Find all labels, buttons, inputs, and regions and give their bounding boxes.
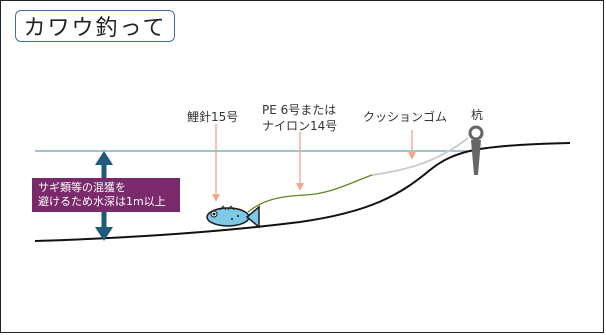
cushion-label: クッションゴム	[363, 110, 448, 124]
stake-icon	[468, 125, 484, 175]
fish-icon	[206, 205, 260, 229]
page-title: カワウ釣って	[23, 16, 167, 41]
fishing-line	[247, 174, 373, 213]
cushion-rubber-line	[371, 137, 469, 176]
line-label-2: ナイロン14号	[262, 119, 338, 133]
depth-note-line-1: サギ類等の混獲を	[38, 181, 126, 194]
depth-note-line-2: 避けるため水深は1m以上	[38, 195, 166, 208]
line-label-1: PE 6号または	[262, 103, 337, 117]
stake-label: 杭	[471, 108, 484, 122]
depth-note-box: サギ類等の混獲を 避けるため水深は1m以上	[32, 178, 180, 212]
riverbed-line	[34, 142, 571, 242]
title-box: カワウ釣って	[15, 10, 175, 42]
hook-label: 鯉針15号	[187, 110, 239, 124]
